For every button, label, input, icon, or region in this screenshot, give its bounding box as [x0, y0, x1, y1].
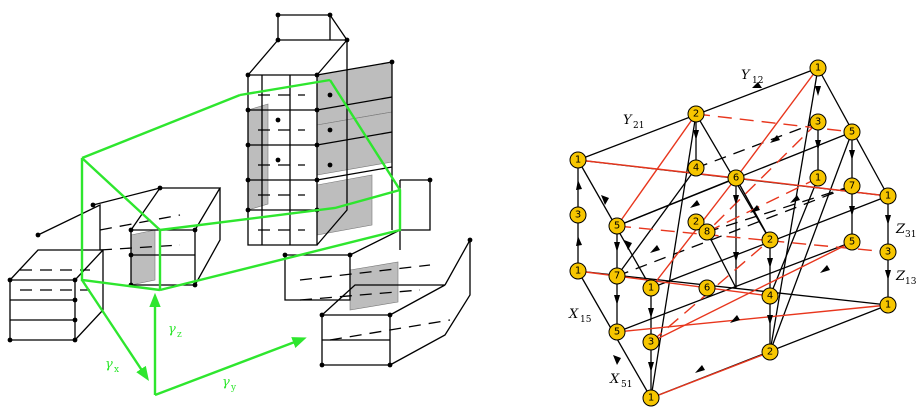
quiver-node: 5	[844, 234, 860, 250]
field-label-z31: Z 31	[895, 222, 916, 240]
quiver-node: 1	[810, 60, 826, 76]
quiver-node: 5	[609, 324, 625, 340]
svg-text:1: 1	[648, 283, 654, 294]
svg-text:1: 1	[648, 393, 654, 404]
quiver-node: 3	[643, 334, 659, 350]
gamma-z-subscript: z	[177, 330, 182, 340]
svg-text:6: 6	[704, 283, 710, 294]
svg-text:4: 4	[693, 163, 699, 174]
svg-text:3: 3	[815, 117, 821, 128]
quiver-node: 6	[728, 170, 744, 186]
quiver-node: 1	[570, 263, 586, 279]
svg-text:1: 1	[885, 191, 891, 202]
svg-text:1: 1	[815, 173, 821, 184]
svg-text:5: 5	[849, 237, 855, 248]
svg-text:1: 1	[575, 266, 581, 277]
svg-text:5: 5	[849, 127, 855, 138]
svg-text:2: 2	[693, 109, 699, 120]
label-symbol: X	[568, 307, 579, 322]
svg-text:6: 6	[733, 173, 739, 184]
svg-text:4: 4	[767, 291, 773, 302]
svg-text:5: 5	[614, 221, 620, 232]
label-subscript: 15	[580, 315, 592, 325]
quiver-node: 7	[844, 178, 860, 194]
svg-text:2: 2	[767, 235, 773, 246]
quiver-node: 5	[844, 124, 860, 140]
quiver-node: 4	[688, 160, 704, 176]
gamma-y-subscript: y	[230, 383, 237, 393]
label-symbol: X	[609, 372, 620, 387]
quiver-node: 4	[762, 288, 778, 304]
quiver-node: 3	[810, 114, 826, 130]
quiver-node: 1	[880, 297, 896, 313]
label-subscript: 13	[905, 277, 917, 287]
label-subscript: 31	[905, 230, 916, 240]
left-block	[8, 205, 103, 342]
label-symbol: Y	[623, 113, 633, 128]
field-label-y12: Y 12	[741, 68, 763, 86]
svg-text:2: 2	[693, 217, 699, 228]
label-subscript: 21	[633, 121, 644, 131]
gamma-x-label: γ x	[105, 357, 119, 375]
gamma-y-label: γ y	[222, 375, 237, 393]
svg-text:1: 1	[815, 63, 821, 74]
svg-text:3: 3	[648, 337, 654, 348]
quiver-node: 3	[570, 207, 586, 223]
quiver-node: 1	[880, 188, 896, 204]
quiver-node: 3	[880, 244, 896, 260]
quiver-node: 2	[762, 232, 778, 248]
field-label-x51: X 51	[609, 372, 632, 390]
svg-text:3: 3	[575, 210, 581, 221]
quiver-node: 1	[643, 390, 659, 406]
label-subscript: 12	[752, 76, 763, 86]
field-label-z13: Z 13	[895, 269, 917, 287]
gamma-z-symbol: γ	[168, 322, 176, 337]
gamma-x-symbol: γ	[105, 357, 113, 372]
quiver-node: 2	[688, 106, 704, 122]
svg-text:7: 7	[849, 181, 855, 192]
quiver-node: 1	[810, 170, 826, 186]
gray-plaquettes	[131, 62, 398, 310]
svg-text:2: 2	[767, 347, 773, 358]
quiver-node: 7	[609, 268, 625, 284]
gamma-z-label: γ z	[168, 322, 182, 340]
svg-text:5: 5	[614, 327, 620, 338]
left-lattice-diagram: γ x γ y γ z	[8, 13, 473, 395]
svg-text:8: 8	[704, 227, 710, 238]
svg-text:1: 1	[575, 155, 581, 166]
quiver-node: 5	[609, 218, 625, 234]
field-label-y21: Y 21	[623, 113, 644, 131]
label-symbol: Y	[741, 68, 751, 83]
right-quiver-diagram: 1 2 3 5 1 3 1 5 7 5 3 1 4 6 1 7 1 2 8 2 …	[568, 60, 917, 406]
svg-text:7: 7	[614, 271, 620, 282]
quiver-node: 1	[570, 152, 586, 168]
gamma-x-subscript: x	[114, 365, 119, 375]
label-subscript: 51	[621, 380, 632, 390]
quiver-node: 2	[762, 344, 778, 360]
svg-text:1: 1	[885, 300, 891, 311]
field-label-x15: X 15	[568, 307, 592, 325]
quiver-node: 6	[699, 280, 715, 296]
gamma-y-symbol: γ	[222, 375, 230, 390]
quiver-node: 8	[699, 224, 715, 240]
quiver-node: 1	[643, 280, 659, 296]
quiver-nodes: 1 2 3 5 1 3 1 5 7 5 3 1 4 6 1 7 1 2 8 2 …	[570, 60, 896, 406]
svg-text:3: 3	[885, 247, 891, 258]
